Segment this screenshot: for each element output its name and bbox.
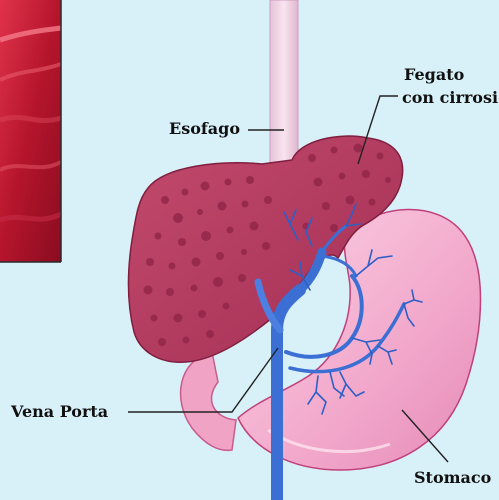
label-liver-line1: Fegato [404, 64, 464, 86]
label-portal-vein: Vena Porta [11, 401, 108, 423]
label-esophagus: Esofago [169, 118, 240, 140]
label-liver-line2: con cirrosi [402, 87, 498, 109]
label-stomach: Stomaco [414, 467, 491, 489]
cirrhosis-inset [0, 0, 61, 262]
duodenum [181, 352, 236, 450]
